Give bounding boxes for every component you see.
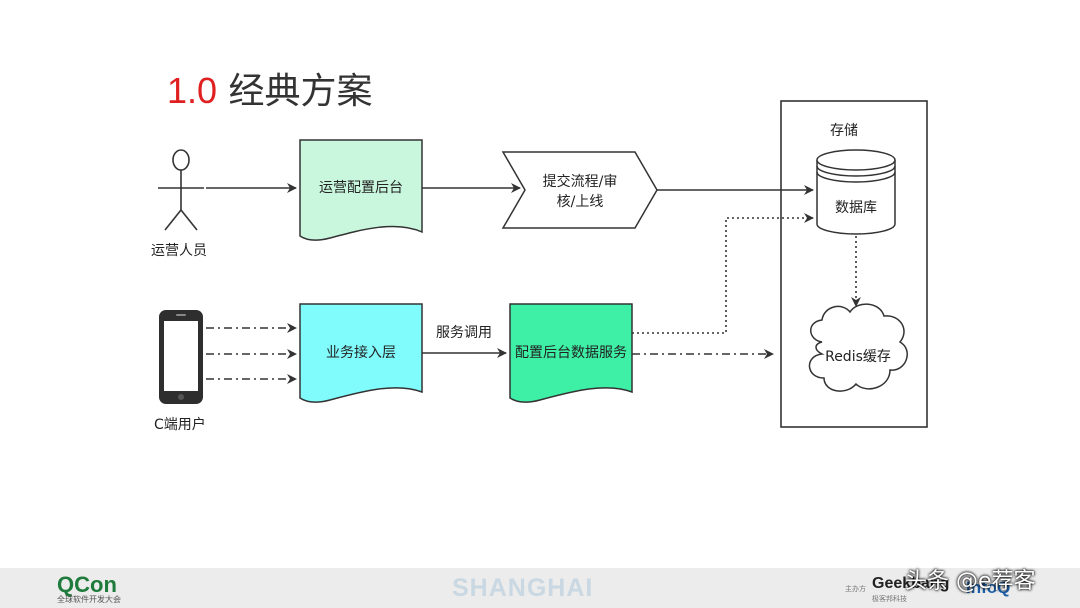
watermark: 头条 @e荐客	[905, 569, 1036, 594]
biz-access-box	[299, 303, 423, 403]
qcon-subtitle: 全球软件开发大会	[57, 595, 121, 604]
submit-flow-box	[501, 151, 658, 229]
redis-label: Redis缓存	[825, 349, 891, 365]
config-backend-box	[299, 139, 423, 241]
title-number: 1.0	[167, 70, 218, 111]
footer-bar	[0, 568, 1080, 608]
operator-icon	[158, 149, 204, 231]
geekbang-subtitle: 极客邦科技	[872, 595, 907, 603]
biz-access-label: 业务接入层	[326, 345, 396, 361]
geekbang-logo: Geekbang	[872, 575, 950, 592]
host-label: 主办方	[845, 585, 866, 593]
storage-container	[780, 100, 928, 428]
service-call-label: 服务调用	[436, 325, 492, 341]
city-name: SHANGHAI	[452, 574, 594, 602]
title-text: 经典方案	[228, 71, 373, 112]
arrow-service-to-database	[632, 213, 814, 334]
storage-label: 存储	[830, 123, 858, 139]
operator-label: 运营人员	[151, 243, 207, 259]
slide-title: 1.0 经典方案	[167, 62, 373, 114]
submit-flow-label-1: 提交流程/审	[542, 174, 618, 190]
config-backend-label: 运营配置后台	[319, 180, 403, 196]
redis-cloud	[808, 303, 908, 392]
submit-flow-label-2: 核/上线	[556, 194, 604, 210]
phone-icon	[159, 310, 203, 404]
data-service-label: 配置后台数据服务	[515, 345, 627, 361]
c-user-label: C端用户	[154, 417, 206, 433]
qcon-logo: QCon	[57, 572, 117, 597]
infoq-logo: InfoQ	[966, 578, 1011, 597]
database-cylinder	[816, 149, 896, 235]
data-service-box	[509, 303, 633, 403]
database-label: 数据库	[835, 200, 877, 216]
